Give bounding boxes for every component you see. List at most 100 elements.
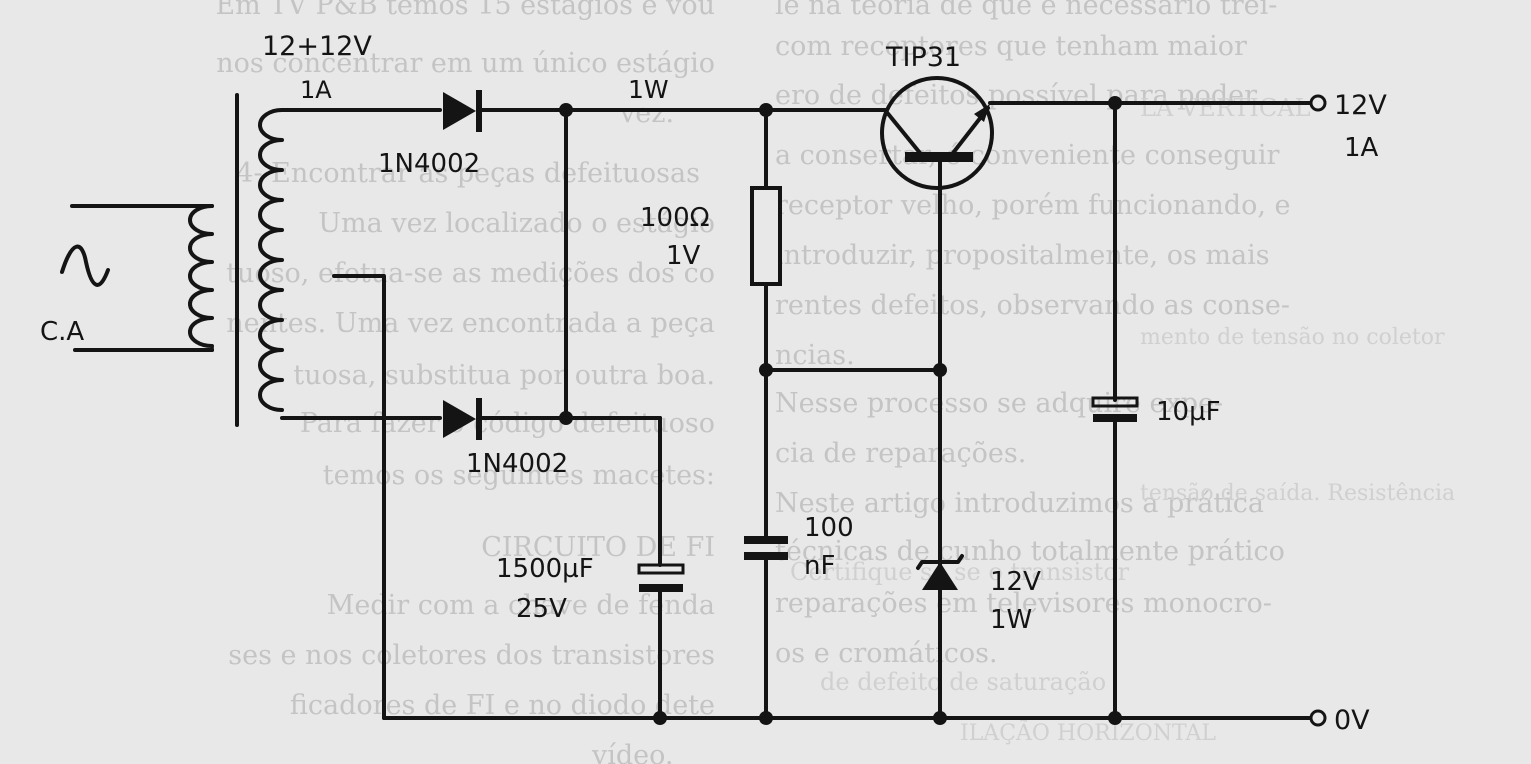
cap1500-value-label: 1500µF (496, 554, 594, 584)
bg-right-line: reparações em televisores monocro- (775, 588, 1272, 619)
bg-right-line: introduzir, propositalmente, os mais (775, 240, 1270, 271)
junction-dot (759, 363, 773, 377)
ac-source-label: C.A (40, 317, 84, 347)
junctions (559, 96, 1122, 725)
zener-power-label: 1W (990, 605, 1032, 635)
bg-right-line: ero de defeitos possível para poder (775, 80, 1257, 111)
bg-right-line: Nesse processo se adquire expe- (775, 388, 1223, 419)
wire-center-tap (332, 274, 386, 720)
zener-cathode (916, 554, 964, 570)
bg-left-line: ficadores de FI e no diodo dete (290, 690, 715, 721)
transformer: 12+12V 1A (188, 31, 372, 427)
junction-dot (559, 103, 573, 117)
transformer-voltage-label: 12+12V (262, 31, 372, 62)
bg-right-line: lê na teoria de que é necessário trei- (775, 0, 1277, 21)
transistor-base-bar (905, 152, 973, 162)
bg-right-line: rentes defeitos, observando as conse- (775, 290, 1290, 321)
terminal-positive-icon (1309, 94, 1327, 112)
bg-fragment: tensão de saída. Resistência (1140, 481, 1455, 506)
bg-left-line: tuosa, substitua por outra boa. (293, 360, 715, 391)
output-voltage-label: 12V (1334, 90, 1387, 121)
resistor-value-label: 100Ω (640, 203, 710, 233)
cap10u-value-label: 10µF (1156, 397, 1221, 427)
cap10u-plate-negative (1093, 414, 1137, 422)
junction-dot (559, 411, 573, 425)
bg-fragment: ILAÇÃO HORIZONTAL (960, 718, 1216, 746)
diode-top-icon (443, 92, 476, 130)
ac-sine-icon (60, 244, 110, 287)
transistor-emitter-arrow (974, 104, 990, 122)
bg-left-line: Medir com a chave de fenda (327, 590, 715, 621)
filter-capacitor: 1500µF 25V (496, 554, 685, 624)
resistor-rating-label: 1V (666, 241, 701, 271)
bg-right-line: os e cromáticos. (775, 638, 998, 669)
transistor-collector (883, 108, 922, 155)
diode-bottom-label: 1N4002 (466, 449, 568, 479)
junction-dot (1108, 711, 1122, 725)
transistor-label: TIP31 (885, 42, 961, 73)
cap100n-plate-bottom (744, 552, 788, 560)
bg-right-line: técnicas de cunho totalmente prático (775, 536, 1285, 567)
output-terminals: 12V 1A 0V (1309, 90, 1387, 736)
cap100n-value-label: 100 (804, 513, 854, 543)
resistor-body (750, 186, 782, 286)
bg-left-line: Para fazer o código defeituoso (300, 408, 715, 439)
bg-fragment: de defeito de saturação (820, 668, 1106, 696)
bg-right-line: a consertar, é conveniente conseguir (775, 140, 1280, 171)
primary-winding (188, 204, 214, 352)
bg-fragment: LA VERTICAL (1140, 94, 1311, 122)
junction-dot (759, 103, 773, 117)
bypass-capacitor: 100 nF (744, 513, 854, 581)
cap1500-voltage-label: 25V (516, 594, 567, 624)
bg-left-line: Uma vez localizado o estágio (318, 208, 715, 239)
cap100n-plate-top (744, 536, 788, 544)
transformer-current-label: 1A (300, 76, 332, 104)
bg-left-line: 4- Encontrar as peças defeituosas (236, 158, 700, 189)
diode-bottom-icon (443, 400, 476, 438)
bg-left-line: vez. (619, 98, 674, 129)
output-ground-label: 0V (1334, 705, 1370, 736)
junction-dot (1108, 96, 1122, 110)
bg-left-line: tuoso, efetua-se as medições dos co (226, 258, 715, 289)
bg-left-line: CIRCUITO DE FI (481, 532, 715, 563)
bg-left-line: temos os seguintes macetes: (323, 460, 715, 491)
zener-voltage-label: 12V (990, 567, 1041, 597)
secondary-winding (258, 108, 284, 412)
zener-icon (922, 562, 958, 590)
bg-right-line: Neste artigo introduzimos a prática (775, 488, 1264, 519)
bg-right-line: cia de reparações. (775, 438, 1026, 469)
junction-dot (933, 363, 947, 377)
junction-dot (759, 711, 773, 725)
bg-right-line: com receptores que tenham maior (775, 31, 1247, 62)
diode-top-label: 1N4002 (378, 149, 480, 179)
wire-rating-label: 1W (628, 75, 669, 104)
bg-fragment: mento de tensão no coletor (1140, 325, 1445, 350)
junction-dot (653, 711, 667, 725)
output-capacitor: 10µF (1091, 396, 1221, 427)
zener-diode: 12V 1W (916, 554, 1041, 635)
bg-left-line: ses e nos coletores dos transistores (228, 640, 715, 671)
cap100n-unit-label: nF (804, 551, 835, 581)
ac-source: C.A (40, 204, 214, 352)
wiring (280, 101, 1312, 720)
bg-right-line: receptor velho, porém funcionando, e (775, 190, 1291, 221)
bg-right-line: ncias. (775, 340, 855, 371)
junction-dot (933, 711, 947, 725)
cap1500-plate-negative (639, 584, 683, 592)
bg-left-line: Em TV P&B temos 15 estágios e vou (215, 0, 715, 21)
background-text: Em TV P&B temos 15 estágios e vou nos co… (215, 0, 1455, 764)
terminal-ground-icon (1309, 709, 1327, 727)
transistor-body-icon (880, 76, 994, 190)
resistor: 100Ω 1V (640, 186, 782, 286)
bg-left-line: vídeo. (591, 740, 674, 764)
output-current-label: 1A (1344, 133, 1379, 163)
bg-left-line: nos concentrar em um único estágio (216, 48, 715, 79)
diode-top: 1N4002 (378, 90, 482, 179)
bg-left-line: nentes. Uma vez encontrada a peça (226, 308, 715, 339)
diode-bottom: 1N4002 (443, 398, 568, 479)
cap1500-plate-positive (637, 563, 685, 575)
transistor: TIP31 (880, 42, 994, 190)
cap10u-plate-positive (1091, 396, 1139, 408)
